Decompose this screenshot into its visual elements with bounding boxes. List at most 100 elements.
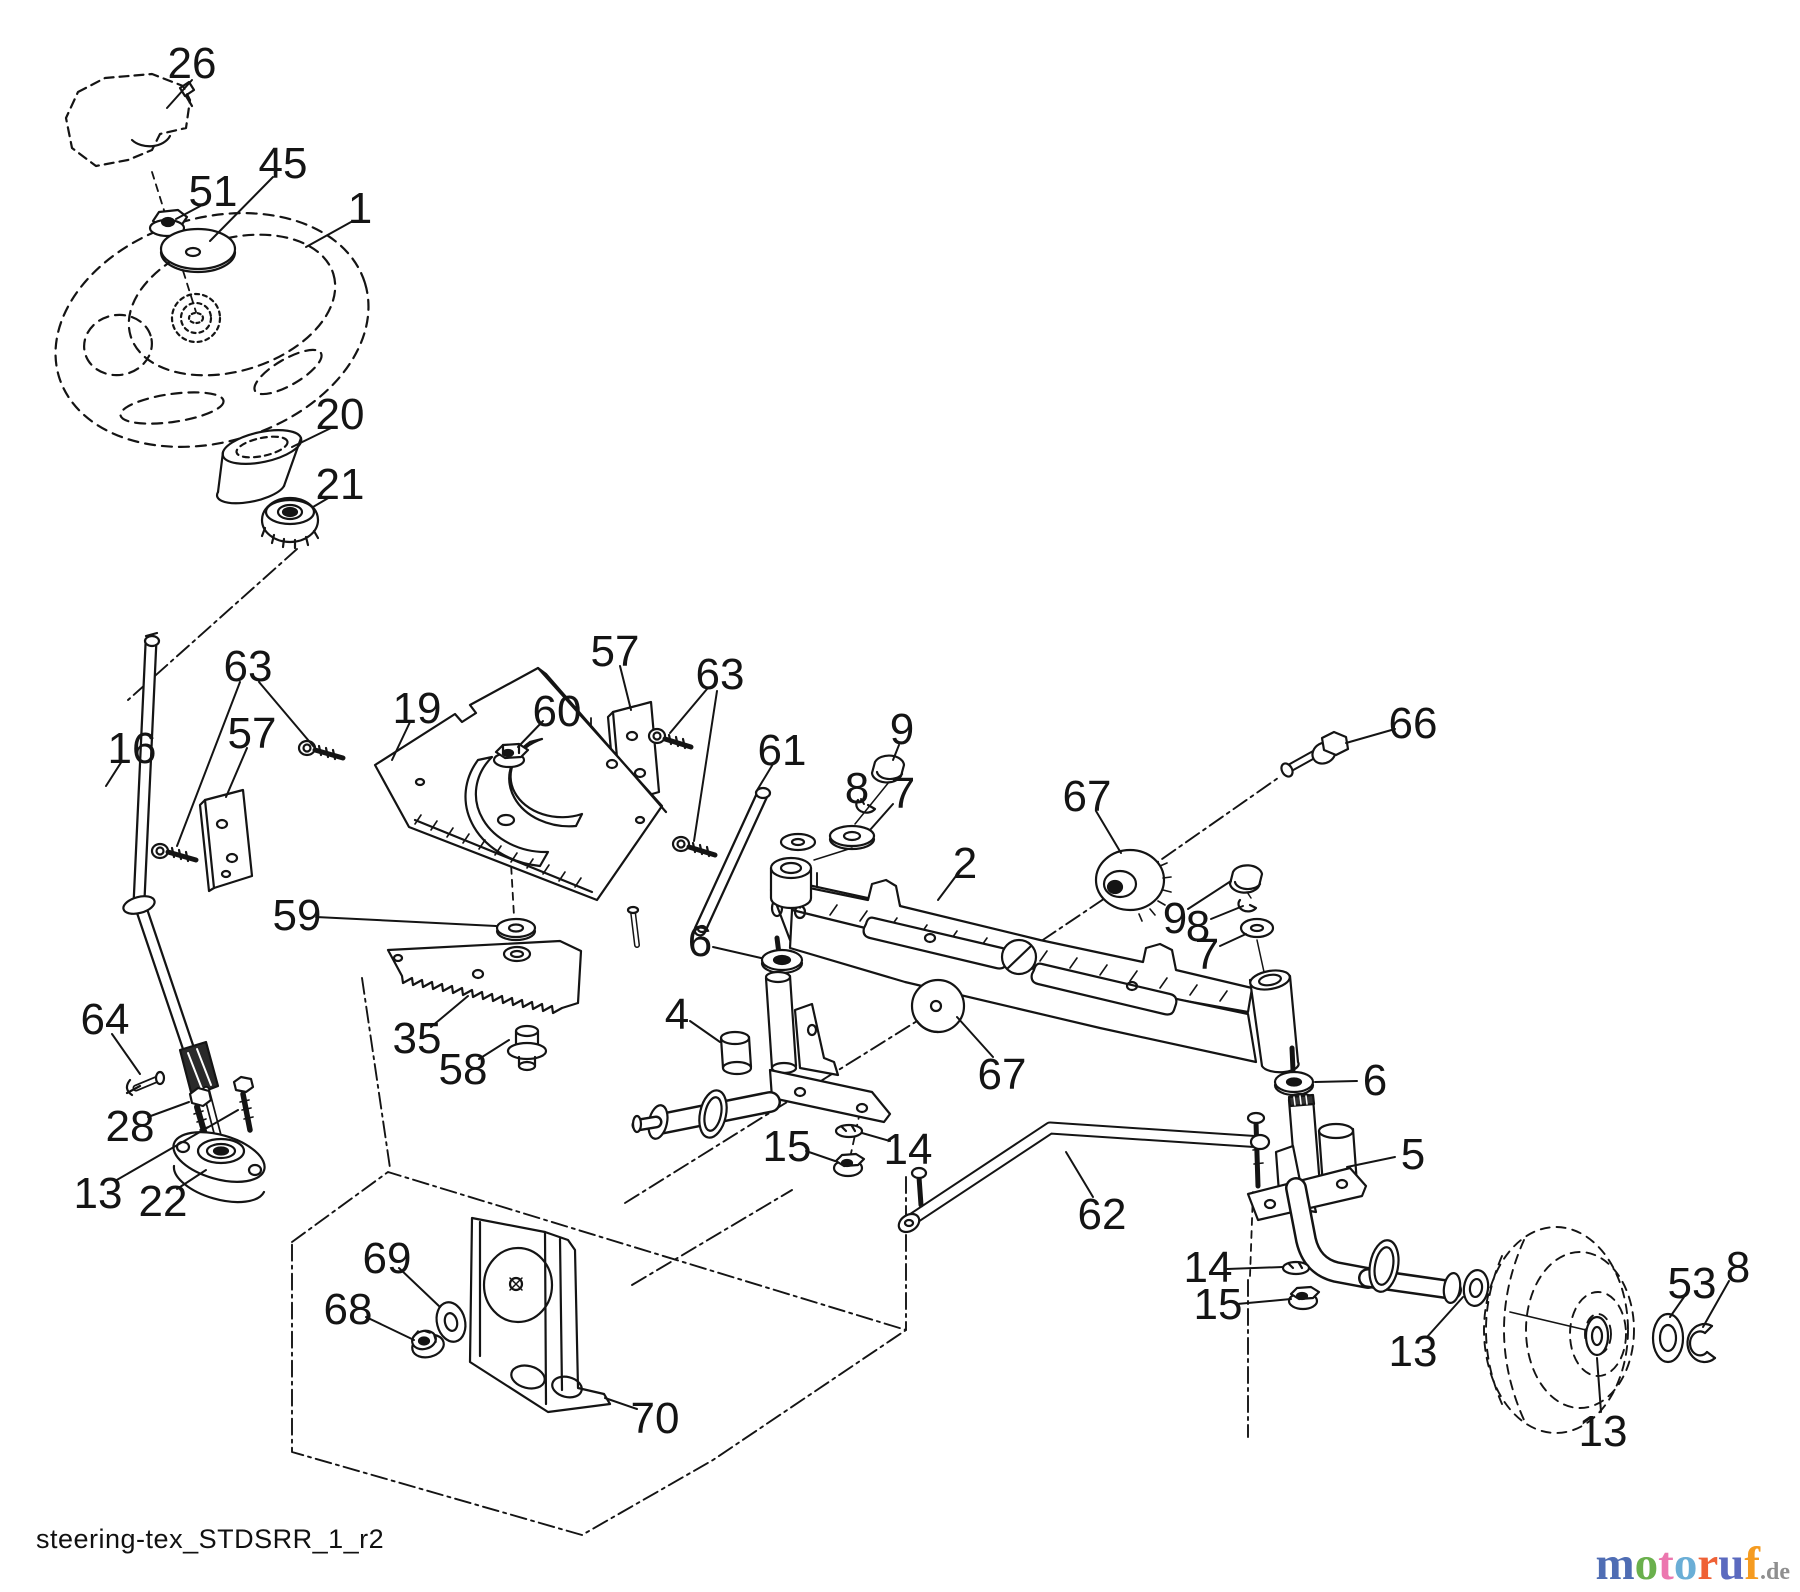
leader-line (147, 1101, 190, 1118)
leader-line (305, 221, 352, 248)
leader-line (755, 763, 774, 793)
screws-63 (150, 727, 718, 863)
steering-plate (373, 666, 668, 902)
support-bracket-left (198, 788, 254, 893)
leader-line (1210, 905, 1244, 920)
lock-washer-nut-right (1281, 1260, 1321, 1311)
part-label-7: 7 (891, 769, 915, 818)
leader-line (1314, 1080, 1358, 1083)
spacer-disc-67-upper (1094, 848, 1172, 922)
leader-line (391, 721, 411, 761)
part-label-69: 69 (363, 1234, 412, 1283)
part-label-59: 59 (273, 891, 322, 940)
part-label-63: 63 (696, 650, 745, 699)
shaft-roll-pin (125, 1070, 166, 1097)
sector-gear-plate (386, 939, 583, 1015)
leader-line (1346, 1156, 1396, 1168)
part-label-16: 16 (108, 724, 157, 773)
part-label-68: 68 (324, 1285, 373, 1334)
part-label-61: 61 (758, 726, 807, 775)
leader-line (312, 496, 331, 508)
watermark-word: motoruf (1596, 1538, 1760, 1590)
part-label-13: 13 (1579, 1407, 1628, 1456)
part-label-57: 57 (591, 627, 640, 676)
leader-line (105, 760, 123, 787)
screw-63-c (647, 727, 694, 750)
leader-line (111, 1033, 141, 1075)
part-label-13: 13 (1389, 1327, 1438, 1376)
leader-line (175, 202, 207, 220)
leader-line (892, 744, 900, 761)
part-label-6: 6 (1363, 1056, 1387, 1105)
leader-line (1219, 933, 1247, 947)
steering-wheel-nut (148, 208, 189, 238)
leader-line (956, 1016, 994, 1058)
part-label-67: 67 (978, 1050, 1027, 1099)
part-label-66: 66 (1389, 699, 1438, 748)
leader-line (517, 720, 544, 748)
part-label-1: 1 (348, 184, 372, 233)
drag-link-bolt (910, 1166, 928, 1208)
drag-link (897, 1121, 1271, 1234)
sector-bushing-58 (506, 1024, 548, 1072)
leader-line (176, 681, 241, 847)
front-axle-beam (769, 832, 1300, 1074)
part-label-15: 15 (763, 1122, 812, 1171)
leader-line (1187, 880, 1232, 910)
part-label-2: 2 (953, 839, 977, 888)
screw-63-a (150, 842, 199, 863)
leader-line (430, 995, 469, 1028)
steering-shaft (122, 631, 222, 1140)
pivot-bolt-66 (1280, 730, 1350, 778)
washer-53 (1651, 1312, 1685, 1364)
leader-line (176, 1169, 207, 1190)
leader-line (209, 176, 274, 242)
console-bracket (468, 1216, 612, 1414)
leader-line (619, 665, 632, 711)
steering-wheel-washer (159, 227, 237, 274)
steering-boot (215, 429, 303, 505)
leader-line (1226, 1266, 1284, 1270)
leader-line (604, 1397, 638, 1410)
part-label-8: 8 (1186, 902, 1210, 951)
leader-line (114, 1109, 239, 1182)
part-label-57: 57 (228, 709, 277, 758)
leader-line (712, 946, 762, 959)
watermark-logo: motoruf.de (1596, 1541, 1790, 1588)
part-label-51: 51 (189, 167, 238, 216)
part-label-15: 15 (1194, 1280, 1243, 1329)
pivot-hardware-left (813, 754, 906, 861)
part-label-64: 64 (81, 995, 130, 1044)
part-label-13: 13 (74, 1169, 123, 1218)
leader-line (1426, 1296, 1464, 1338)
part-label-8: 8 (845, 764, 869, 813)
steering-wheel-insert-cap (64, 72, 196, 168)
part-label-4: 4 (665, 990, 689, 1039)
axle-washer-inner (1462, 1268, 1490, 1308)
watermark-letter: o (1673, 1538, 1698, 1590)
steering-bearing-adapter (260, 496, 320, 550)
leader-line (1702, 1280, 1730, 1328)
watermark-letter: f (1744, 1538, 1760, 1590)
part-label-20: 20 (316, 390, 365, 439)
front-wheel (1483, 1226, 1635, 1434)
nut-68 (411, 1329, 445, 1359)
watermark-letter: o (1634, 1538, 1659, 1590)
screw-63-b (297, 739, 346, 761)
watermark-letter: m (1595, 1538, 1635, 1590)
watermark-letter: u (1718, 1538, 1745, 1590)
flange-nut-60 (492, 742, 530, 769)
axle-washer-outer (1584, 1315, 1610, 1357)
part-label-63: 63 (224, 642, 273, 691)
spindle-washer-right (1273, 1045, 1315, 1097)
watermark-suffix: .de (1760, 1559, 1790, 1585)
part-label-28: 28 (106, 1102, 155, 1151)
part-label-9: 9 (1163, 894, 1187, 943)
leader-line (805, 1150, 836, 1162)
part-label-21: 21 (316, 460, 365, 509)
leader-line (1236, 1298, 1292, 1305)
screw-63-d (671, 835, 718, 858)
leader-line (291, 427, 332, 448)
leader-line (1669, 1296, 1685, 1318)
